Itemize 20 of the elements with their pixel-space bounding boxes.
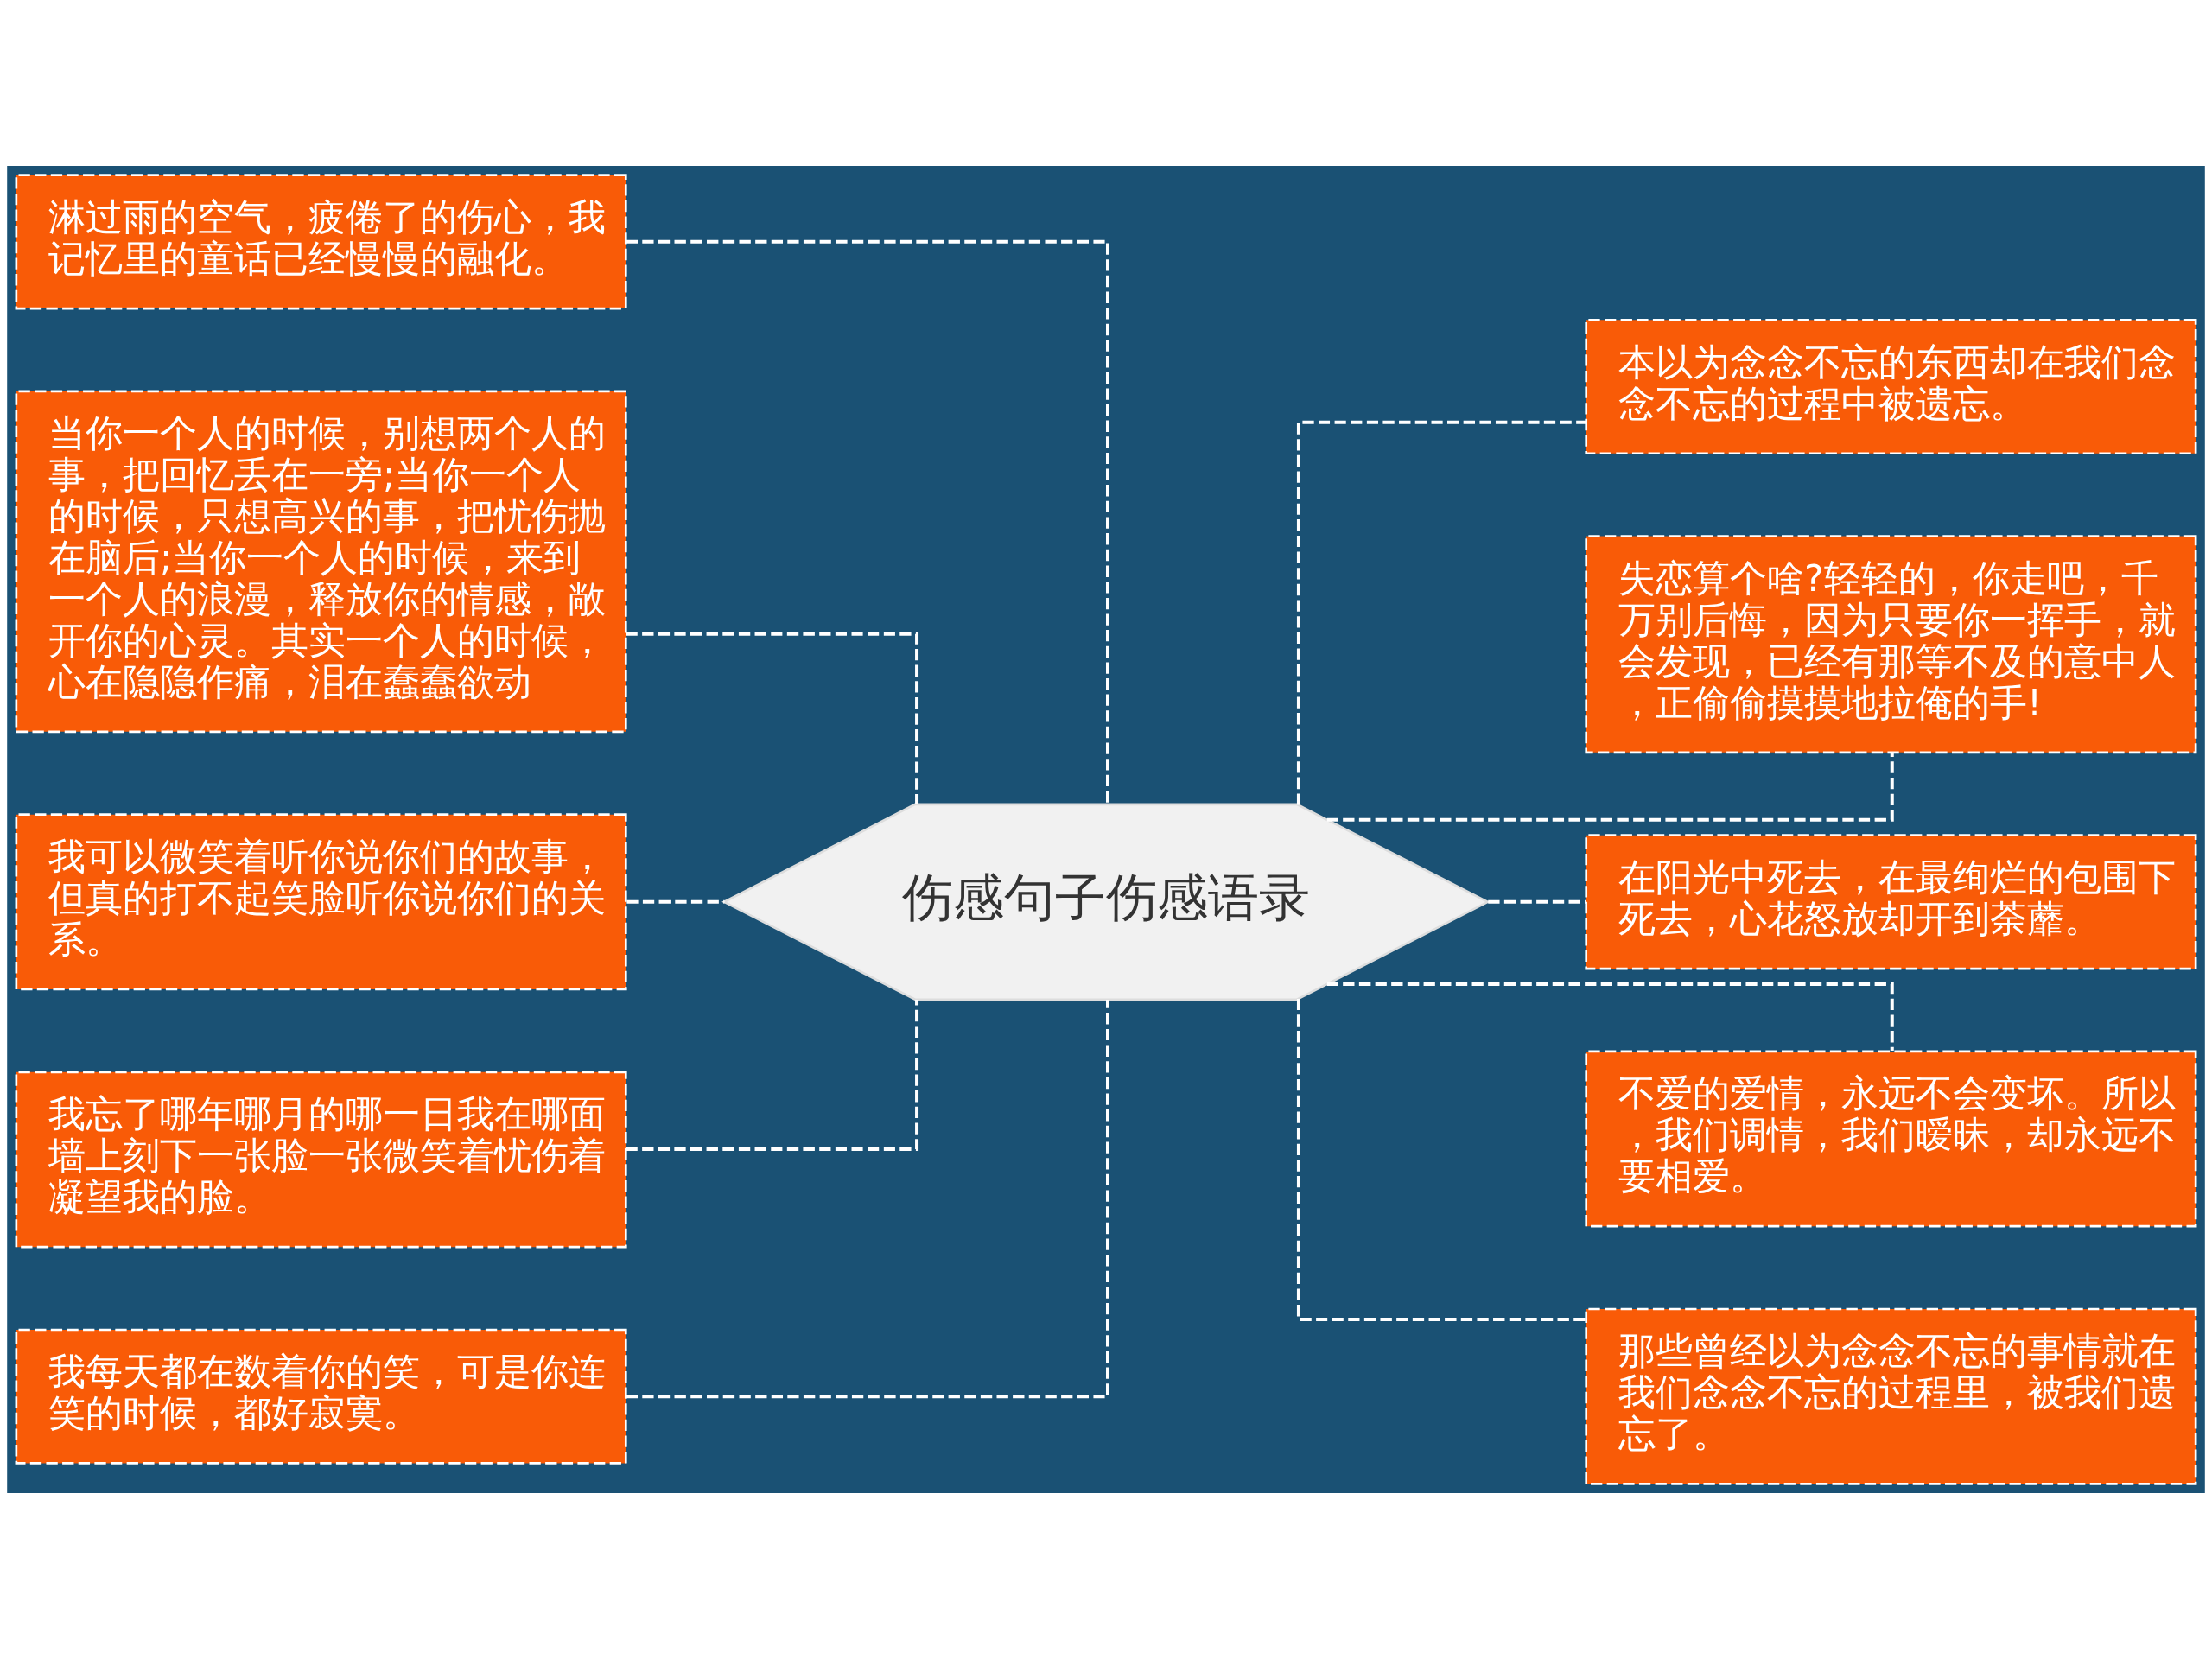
- connector: [1296, 420, 1586, 805]
- connector: [1326, 752, 1894, 822]
- connector: [1296, 998, 1586, 1321]
- connector: [1326, 982, 1894, 1051]
- connector: [626, 999, 919, 1151]
- node-box: 我可以微笑着听你说你们的故事，但真的打不起笑脸听你说你们的关系。: [15, 813, 627, 991]
- node-box: 在阳光中死去，在最绚烂的包围下死去，心花怒放却开到荼蘼。: [1585, 834, 2197, 970]
- connector: [1488, 899, 1586, 904]
- node-box: 我忘了哪年哪月的哪一日我在哪面墙上刻下一张脸一张微笑着忧伤着凝望我的脸。: [15, 1071, 627, 1249]
- connector: [626, 899, 725, 904]
- connector: [626, 239, 1109, 804]
- node-box: 本以为念念不忘的东西却在我们念念不忘的过程中被遗忘。: [1585, 319, 2197, 455]
- node-box: 不爱的爱情，永远不会变坏。所以，我们调情，我们暧昧，却永远不要相爱。: [1585, 1050, 2197, 1228]
- node-box: 当你一个人的时候，别想两个人的事，把回忆丢在一旁;当你一个人的时候，只想高兴的事，把忧伤抛在脑后;当你一个人的时候，来到一个人的浪漫，释放你的情感，敞开你的心灵。其实一个人的时候，心在隐隐作痛，泪在蠢蠢欲动: [15, 390, 627, 734]
- node-box: 失恋算个啥?轻轻的，你走吧，千万别后悔，因为只要你一挥手，就会发现，已经有那等不及的意中人，正偷偷摸摸地拉俺的手!: [1585, 535, 2197, 754]
- connector: [626, 999, 1109, 1399]
- node-box: 淋过雨的空气，疲倦了的伤心，我记忆里的童话已经慢慢的融化。: [15, 174, 627, 310]
- node-box: 我每天都在数着你的笑，可是你连笑的时候，都好寂寞。: [15, 1328, 627, 1465]
- node-box: 那些曾经以为念念不忘的事情就在我们念念不忘的过程里，被我们遗忘了。: [1585, 1307, 2197, 1485]
- connector: [626, 632, 919, 804]
